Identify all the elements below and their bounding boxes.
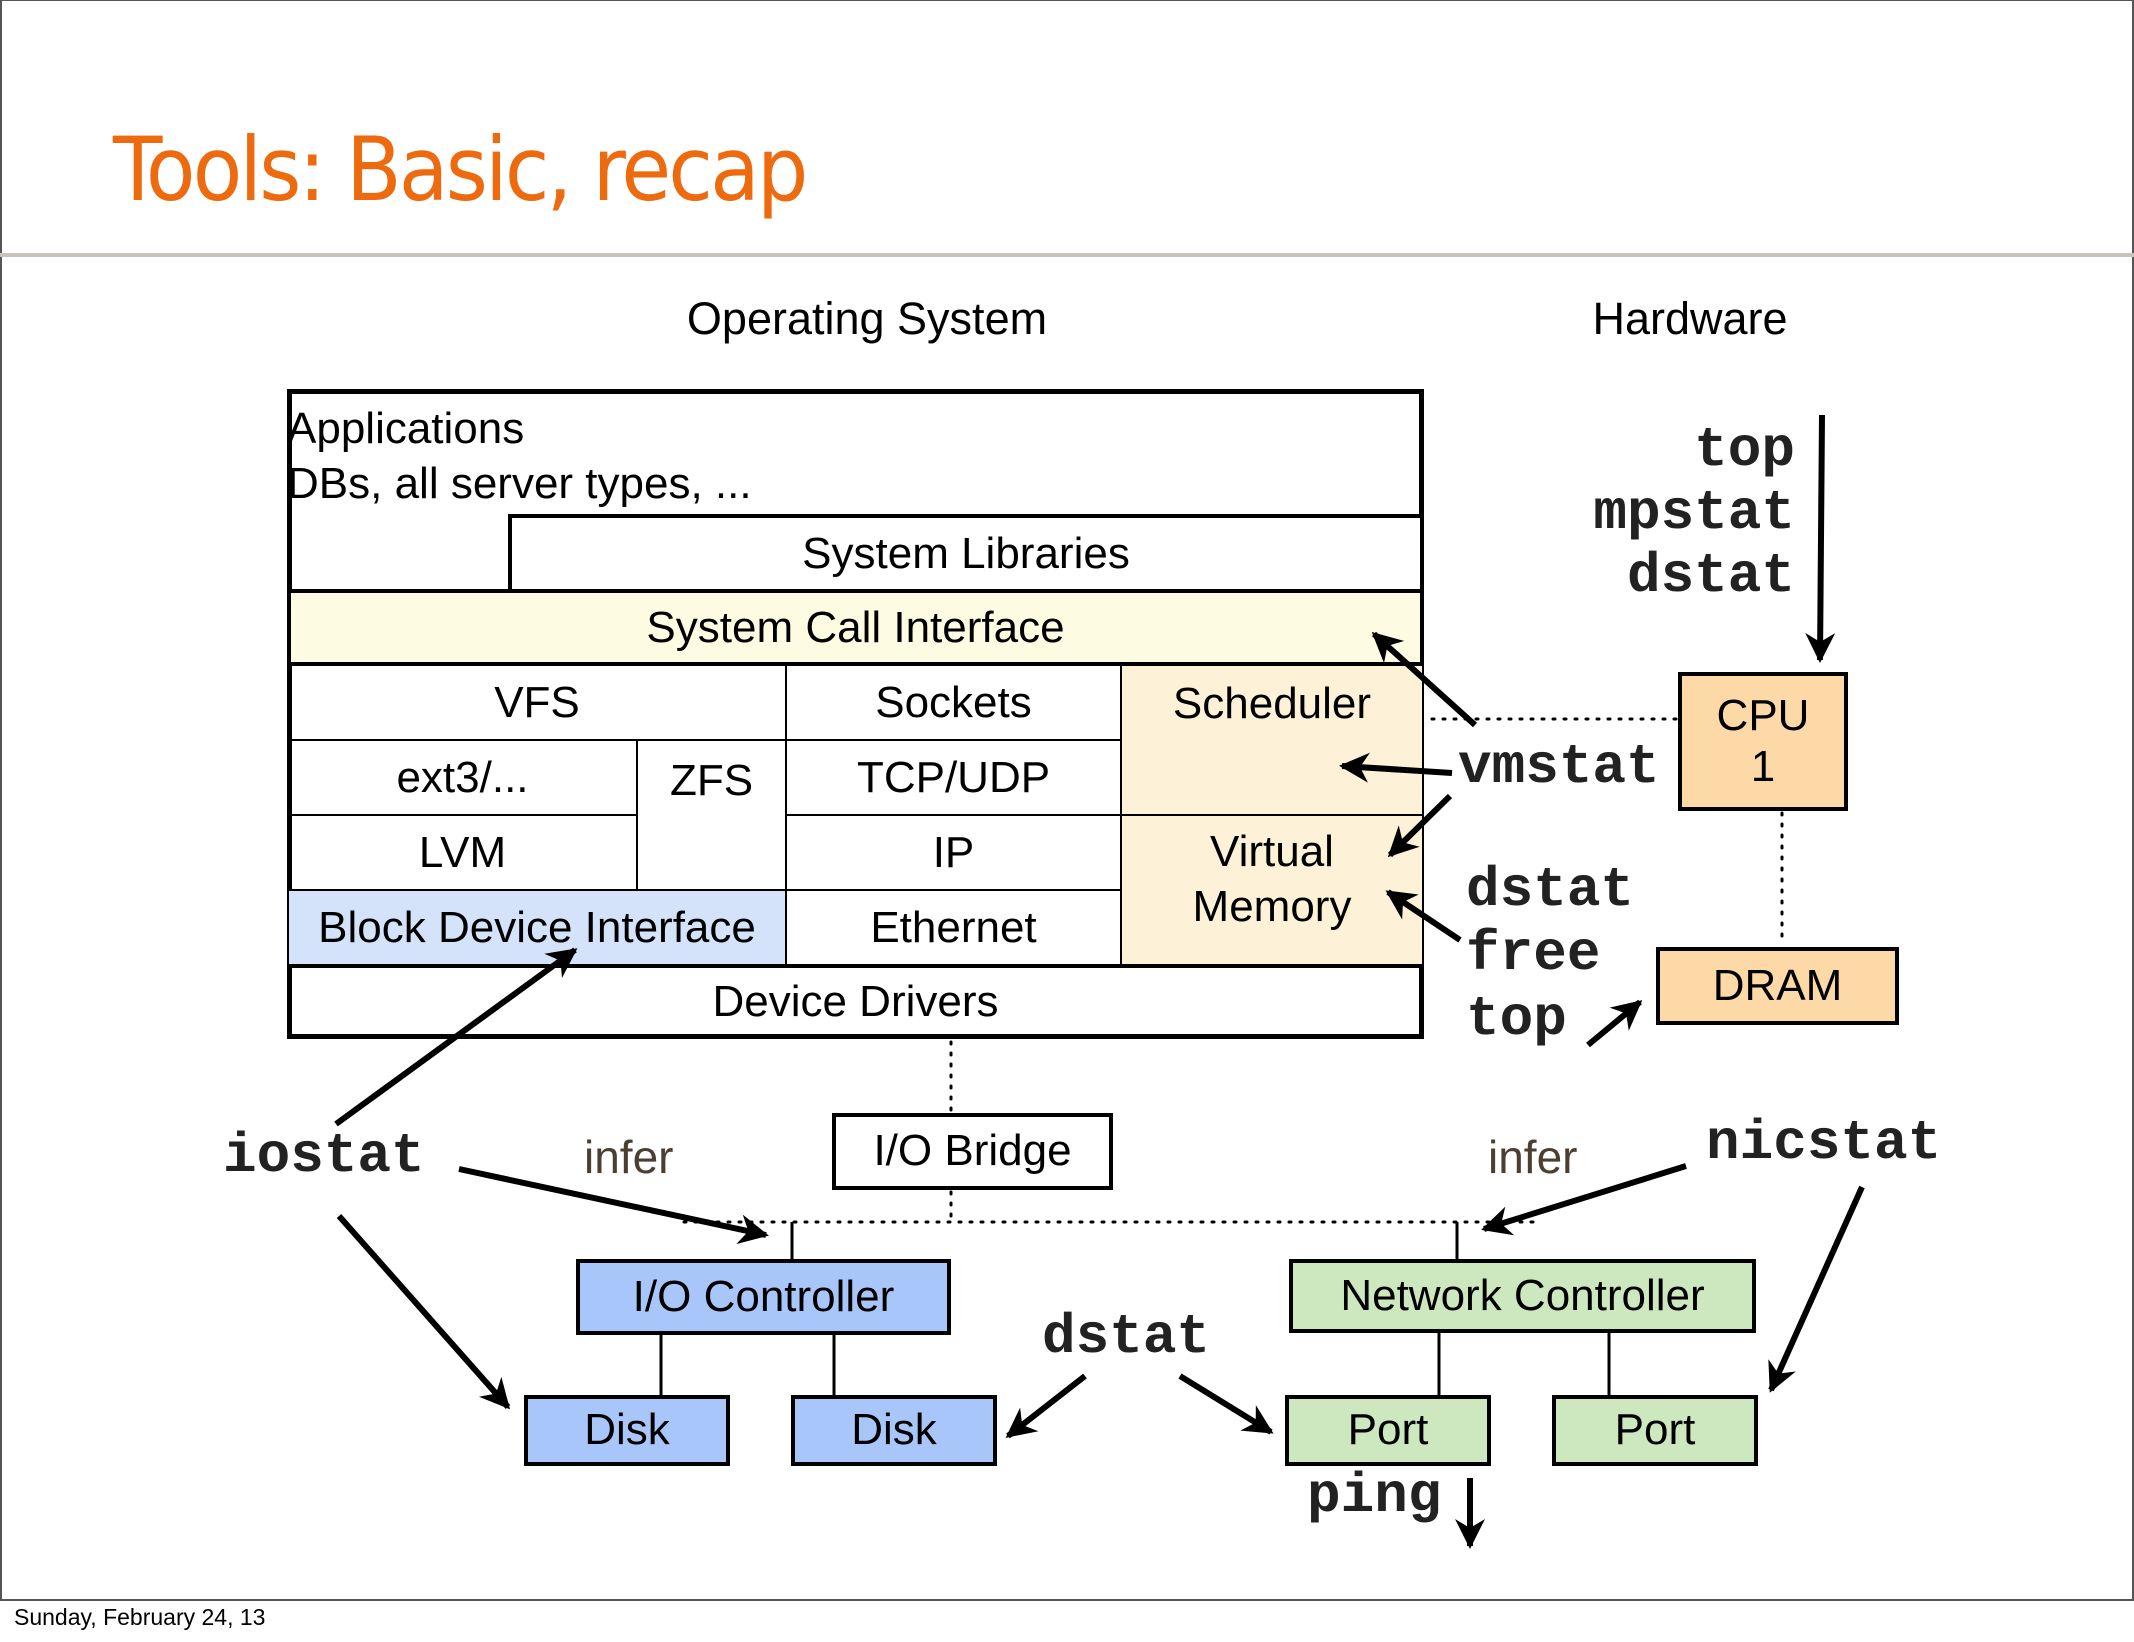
network-controller-label: Network Controller bbox=[1340, 1270, 1705, 1320]
applications-label: Applications bbox=[287, 404, 525, 453]
tool-dstat-mem: dstat bbox=[1466, 858, 1635, 922]
zfs-cell: ZFS bbox=[636, 739, 787, 891]
tool-nicstat: nicstat bbox=[1706, 1111, 1942, 1175]
tcp-udp-label: TCP/UDP bbox=[856, 753, 1051, 802]
cpu-label: CPU bbox=[1716, 690, 1810, 740]
port-box-2: Port bbox=[1552, 1395, 1758, 1466]
sockets-label: Sockets bbox=[875, 678, 1032, 727]
title-divider bbox=[0, 253, 2134, 257]
ip-label: IP bbox=[932, 828, 975, 877]
infer-net-label: infer bbox=[1488, 1131, 1578, 1183]
cpu-count: 1 bbox=[1750, 741, 1776, 791]
port-label-2: Port bbox=[1614, 1405, 1696, 1455]
tool-iostat: iostat bbox=[223, 1124, 425, 1188]
virtual-memory-cell: Virtual Memory bbox=[1120, 814, 1424, 966]
port-box-1: Port bbox=[1285, 1395, 1491, 1466]
tool-dstat-io: dstat bbox=[1042, 1305, 1211, 1369]
network-controller-box: Network Controller bbox=[1289, 1259, 1756, 1333]
virtual-memory-label-1: Virtual bbox=[1210, 827, 1334, 876]
tool-vmstat: vmstat bbox=[1458, 735, 1660, 799]
hardware-heading: Hardware bbox=[1592, 293, 1788, 344]
zfs-label: ZFS bbox=[669, 756, 754, 805]
system-libraries-label: System Libraries bbox=[802, 529, 1130, 578]
applications-sublabel: DBs, all server types, ... bbox=[287, 459, 752, 508]
dram-box: DRAM bbox=[1656, 947, 1899, 1025]
system-libraries-layer: System Libraries bbox=[508, 514, 1424, 591]
disk-label-2: Disk bbox=[851, 1405, 937, 1455]
infer-io-label: infer bbox=[584, 1131, 674, 1183]
lvm-cell: LVM bbox=[287, 814, 638, 891]
io-controller-label: I/O Controller bbox=[632, 1271, 895, 1321]
tool-ping: ping bbox=[1307, 1464, 1442, 1528]
block-device-interface-cell: Block Device Interface bbox=[287, 889, 787, 966]
virtual-memory-label-2: Memory bbox=[1192, 882, 1352, 931]
io-controller-box: I/O Controller bbox=[576, 1259, 951, 1335]
disk-label-1: Disk bbox=[584, 1405, 670, 1455]
applications-layer: Applications DBs, all server types, ... bbox=[287, 389, 1424, 516]
vfs-cell: VFS bbox=[287, 664, 787, 741]
vfs-label: VFS bbox=[494, 678, 580, 727]
dram-label: DRAM bbox=[1712, 960, 1843, 1010]
ethernet-cell: Ethernet bbox=[785, 889, 1122, 966]
disk-box-1: Disk bbox=[524, 1395, 730, 1466]
io-bridge-label: I/O Bridge bbox=[873, 1126, 1072, 1176]
device-drivers-label: Device Drivers bbox=[712, 976, 999, 1026]
tool-free: free bbox=[1466, 922, 1601, 986]
ethernet-label: Ethernet bbox=[870, 903, 1037, 952]
cpu-box: CPU 1 bbox=[1678, 672, 1848, 811]
slide-date-footer: Sunday, February 24, 13 bbox=[14, 1604, 266, 1630]
lvm-label: LVM bbox=[418, 828, 507, 877]
scheduler-label: Scheduler bbox=[1172, 679, 1372, 728]
tool-dstat-cpu: dstat bbox=[1626, 544, 1795, 608]
sockets-cell: Sockets bbox=[785, 664, 1122, 741]
io-bridge-box: I/O Bridge bbox=[832, 1113, 1113, 1190]
os-heading: Operating System bbox=[686, 293, 1048, 344]
tool-top-cpu: top bbox=[1694, 418, 1795, 482]
ip-cell: IP bbox=[785, 814, 1122, 891]
scheduler-cell: Scheduler bbox=[1120, 664, 1424, 816]
port-label-1: Port bbox=[1347, 1405, 1429, 1455]
disk-box-2: Disk bbox=[791, 1395, 997, 1466]
system-call-interface-label: System Call Interface bbox=[646, 603, 1065, 652]
tool-mpstat: mpstat bbox=[1593, 481, 1795, 545]
ext3-cell: ext3/... bbox=[287, 739, 638, 816]
ext3-label: ext3/... bbox=[396, 753, 529, 802]
system-call-interface-layer: System Call Interface bbox=[287, 589, 1424, 666]
device-drivers-layer: Device Drivers bbox=[287, 964, 1424, 1039]
slide-title: Tools: Basic, recap bbox=[113, 118, 808, 221]
block-device-interface-label: Block Device Interface bbox=[318, 903, 756, 952]
tool-top-mem: top bbox=[1466, 987, 1567, 1051]
tcp-udp-cell: TCP/UDP bbox=[785, 739, 1122, 816]
